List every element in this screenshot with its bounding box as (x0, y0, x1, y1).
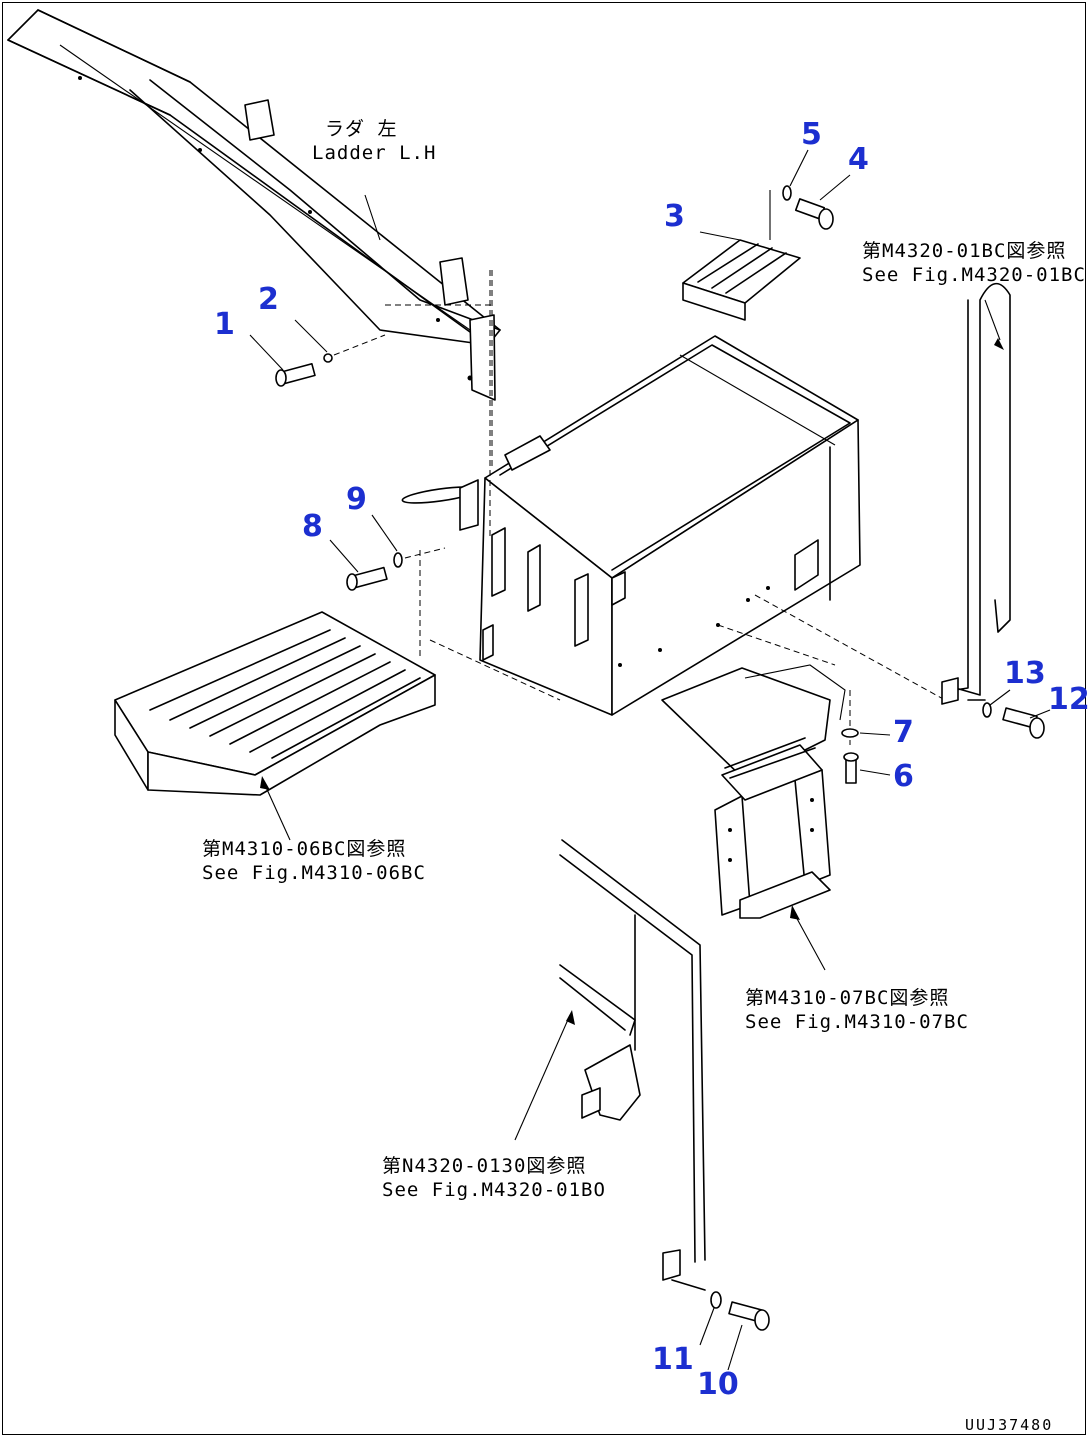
bolt-8-washer-9 (329, 514, 446, 591)
bolt-4-washer-5 (782, 149, 851, 230)
ref-upper-right-en: See Fig.M4320-01BC (862, 264, 1086, 286)
ref-bottom-en: See Fig.M4320-01BO (382, 1179, 606, 1201)
part-number-5: 5 (801, 117, 822, 152)
bolt-6-washer-7 (841, 728, 891, 784)
bolt-10-washer-11 (699, 1291, 770, 1371)
part-number-6: 6 (893, 759, 914, 794)
ref-left-step-jp: 第M4310-06BC図参照 (202, 838, 407, 860)
ref-bottom-jp: 第N4320-0130図参照 (382, 1155, 587, 1177)
part-number-13: 13 (1004, 656, 1046, 691)
ladder-label-en: Ladder L.H (312, 142, 437, 164)
ladder-lh (7, 9, 501, 470)
bolt-1-washer-2 (249, 319, 386, 387)
left-step-assembly (114, 611, 436, 841)
ref-right-step-jp: 第M4310-07BC図参照 (745, 987, 950, 1009)
bottom-handrail (514, 839, 706, 1291)
part-number-9: 9 (346, 482, 367, 517)
ladder-label-jp: ラダ 左 (325, 118, 398, 140)
part-number-7: 7 (893, 715, 914, 750)
drawing-code: UUJ37480 (965, 1416, 1054, 1434)
tool-box (401, 270, 946, 745)
handrail-upper-right (941, 282, 1011, 705)
part-number-12: 12 (1048, 682, 1090, 717)
part-number-11: 11 (652, 1342, 694, 1377)
right-step-assembly (661, 664, 846, 971)
part-number-10: 10 (697, 1367, 739, 1402)
step-3 (682, 190, 801, 321)
ref-right-step-en: See Fig.M4310-07BC (745, 1011, 969, 1033)
part-number-2: 2 (258, 282, 279, 317)
part-number-8: 8 (302, 509, 323, 544)
part-number-1: 1 (214, 307, 235, 342)
part-number-4: 4 (848, 142, 869, 177)
part-number-3: 3 (664, 199, 685, 234)
ref-left-step-en: See Fig.M4310-06BC (202, 862, 426, 884)
bolt-12-washer-13 (982, 689, 1051, 739)
ref-upper-right-jp: 第M4320-01BC図参照 (862, 240, 1067, 262)
